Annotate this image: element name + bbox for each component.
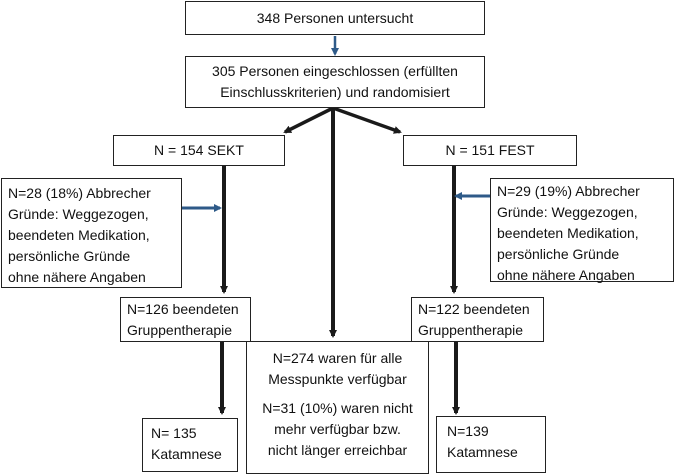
box-completed-sekt: N=126 beendeten Gruppentherapie (120, 297, 251, 342)
box-dropout-sekt: N=28 (18%) Abbrecher Gründe: Weggezogen,… (1, 178, 182, 288)
unavailable-text: N=31 (10%) waren nicht (262, 400, 413, 416)
box-included: 305 Personen eingeschlossen (erfüllten E… (185, 56, 485, 108)
box-arm-sekt: N = 154 SEKT (113, 135, 285, 166)
box-followup-fest: N=139 Katamnese (436, 416, 546, 473)
arrow-included-to-sekt (283, 106, 334, 134)
box-screened: 348 Personen untersucht (185, 1, 485, 35)
arrow-included-to-fest (332, 106, 402, 134)
box-available: N=274 waren für alle Messpunkte verfügba… (246, 341, 429, 474)
box-completed-fest: N=122 beendeten Gruppentherapie (411, 297, 544, 342)
box-followup-sekt: N= 135 Katamnese (142, 418, 238, 472)
box-dropout-fest: N=29 (19%) Abbrecher Gründe: Weggezogen,… (490, 178, 674, 283)
box-arm-fest: N = 151 FEST (403, 135, 577, 166)
